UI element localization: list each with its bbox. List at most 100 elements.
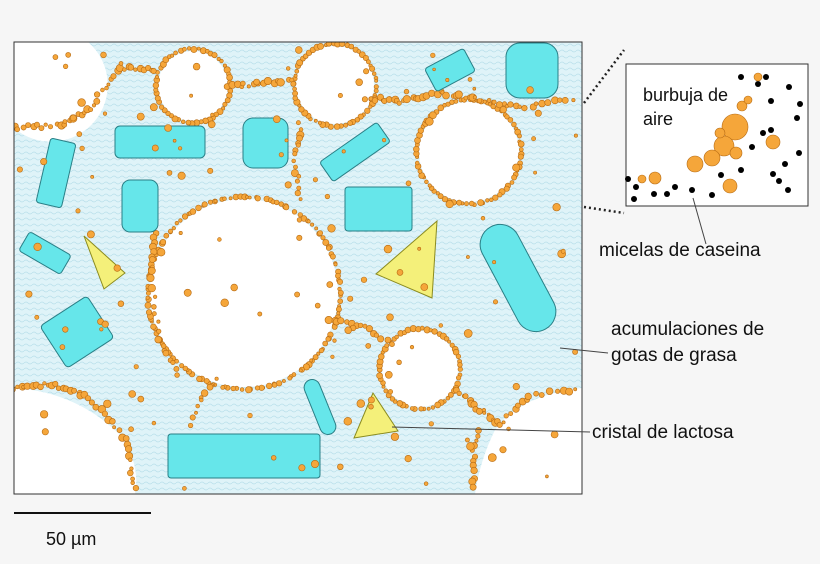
- fat-droplet: [396, 269, 404, 276]
- fat-droplet: [447, 339, 452, 344]
- fat-droplet: [296, 134, 303, 142]
- casein-micelle: [625, 176, 631, 182]
- fat-droplet: [441, 196, 449, 203]
- fat-droplet: [188, 422, 194, 429]
- fat-droplet: [317, 230, 323, 236]
- fat-droplet: [195, 403, 200, 409]
- fat-droplet: [183, 288, 192, 297]
- fat-droplet: [284, 181, 292, 189]
- fat-droplet: [85, 395, 92, 402]
- fat-droplet: [538, 99, 546, 108]
- fat-droplet: [201, 201, 208, 208]
- fat-droplet: [417, 168, 423, 174]
- casein-aggregate: [344, 186, 413, 232]
- fat-droplet: [189, 93, 194, 98]
- fat-droplet: [245, 386, 253, 394]
- fat-droplet: [182, 213, 189, 220]
- lactose-crystal: [83, 235, 126, 290]
- fat-droplet: [330, 354, 335, 359]
- fat-droplet: [425, 117, 434, 126]
- fat-droplet: [298, 368, 303, 373]
- fat-globule: [703, 149, 721, 167]
- fat-droplet: [130, 480, 135, 485]
- fat-droplet: [230, 385, 236, 392]
- fat-droplet: [335, 306, 342, 313]
- fat-droplet: [145, 290, 151, 296]
- fat-droplet: [69, 114, 77, 122]
- fat-droplet: [281, 379, 286, 383]
- fat-droplet: [284, 138, 289, 143]
- fat-droplet: [219, 58, 224, 64]
- inset-panel: [625, 63, 809, 207]
- fat-droplet: [310, 459, 319, 468]
- fat-droplet: [34, 121, 40, 128]
- fat-droplet: [16, 166, 23, 173]
- fat-droplet: [295, 142, 301, 148]
- fat-droplet: [344, 326, 352, 334]
- fat-droplet: [394, 334, 399, 340]
- fat-droplet: [271, 382, 278, 388]
- fat-droplet: [357, 322, 364, 329]
- fat-droplet: [117, 300, 125, 307]
- fat-droplet: [457, 366, 463, 372]
- fat-droplet: [415, 160, 420, 166]
- fat-droplet: [383, 244, 393, 254]
- fat-droplet: [343, 417, 352, 426]
- fat-droplet: [499, 105, 507, 114]
- fat-globule: [753, 72, 763, 82]
- fat-leader-line: [559, 347, 609, 354]
- air-bubble-corner-br: [475, 388, 582, 494]
- fat-droplet: [146, 273, 155, 282]
- fat-droplet: [178, 146, 183, 151]
- fat-droplet: [199, 397, 204, 403]
- fat-droplet: [59, 344, 66, 350]
- fat-droplet: [213, 199, 218, 203]
- fat-droplet-layers: [14, 42, 578, 492]
- fat-droplet: [166, 170, 173, 176]
- fat-droplet: [173, 50, 178, 56]
- fat-droplet: [159, 104, 165, 110]
- casein-aggregate: [242, 117, 289, 169]
- fat-droplet: [389, 341, 395, 348]
- fat-droplet: [171, 115, 179, 123]
- fat-droplet: [290, 169, 299, 177]
- fat-droplet: [384, 336, 392, 344]
- casein-micelle: [786, 84, 792, 90]
- fat-droplet: [371, 97, 379, 104]
- fat-droplet: [154, 335, 162, 344]
- fat-droplet: [100, 51, 107, 59]
- casein-aggregate: [19, 232, 71, 274]
- fat-droplet: [214, 376, 219, 381]
- fat-droplet: [130, 476, 135, 482]
- fat-droplet: [292, 90, 298, 97]
- fat-droplet: [41, 428, 49, 436]
- fat-droplet: [512, 383, 520, 391]
- casein-micelle: [664, 191, 670, 197]
- fat-droplet: [337, 93, 343, 99]
- fat-droplet: [240, 80, 246, 87]
- fat-droplet: [42, 381, 47, 386]
- fat-droplet: [337, 317, 345, 325]
- fat-droplet: [387, 389, 394, 395]
- fat-droplet: [337, 289, 344, 296]
- fat-droplet: [545, 387, 554, 395]
- fat-droplet: [356, 399, 365, 408]
- fat-droplet: [170, 53, 175, 58]
- fat-droplet: [101, 410, 108, 417]
- fat-droplet: [25, 122, 31, 128]
- fat-droplet: [402, 95, 411, 104]
- fat-droplet: [455, 353, 462, 360]
- fat-droplet: [403, 88, 410, 95]
- fat-droplet: [276, 78, 285, 87]
- fat-droplet: [312, 177, 318, 183]
- fat-droplet: [438, 323, 443, 328]
- fat-droplet: [133, 364, 139, 370]
- fat-droplet: [462, 393, 469, 400]
- fat-droplet: [417, 246, 422, 251]
- fat-droplet: [206, 383, 214, 391]
- fat-droplet: [337, 463, 344, 470]
- fat-droplet: [253, 78, 260, 86]
- fat-droplet: [485, 198, 490, 203]
- fat-droplet: [326, 281, 334, 288]
- fat-droplet: [106, 82, 111, 87]
